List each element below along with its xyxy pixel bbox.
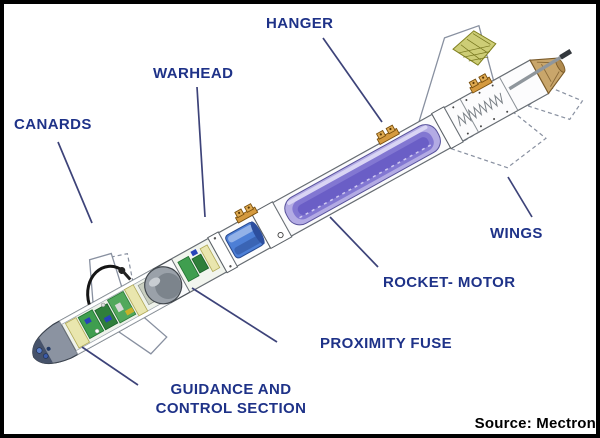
wings-leader-line xyxy=(507,176,533,218)
hanger-leader-line xyxy=(322,37,383,123)
guidance-leader-line xyxy=(81,346,139,386)
rocket-motor-label: ROCKET- MOTOR xyxy=(383,274,516,291)
hanger-lug-mid xyxy=(375,124,400,146)
guidance-control-label: GUIDANCE AND CONTROL SECTION xyxy=(129,380,333,418)
port-detail xyxy=(277,232,284,239)
source-credit: Source: Mectron xyxy=(474,415,596,432)
equipment-sphere xyxy=(144,266,183,305)
guidance-control-label-line2: CONTROL SECTION xyxy=(155,400,307,417)
hanger-lug-rear xyxy=(468,73,493,94)
wing-lower xyxy=(449,111,547,169)
hanger-label: HANGER xyxy=(266,15,334,32)
wings-label: WINGS xyxy=(490,225,543,242)
proximity-fuse-label: PROXIMITY FUSE xyxy=(320,335,453,352)
warhead-label: WARHEAD xyxy=(153,65,234,82)
canards-label: CANARDS xyxy=(14,116,92,133)
guidance-electronics xyxy=(58,268,172,355)
spring-coil xyxy=(457,92,504,127)
tail-probe xyxy=(508,48,573,91)
missile-body xyxy=(32,24,584,364)
guidance-control-label-line1: GUIDANCE AND xyxy=(170,381,292,398)
hanger-lug-front xyxy=(234,203,259,224)
umbilical-cable xyxy=(86,264,132,305)
proximity-fuse-section xyxy=(170,237,228,293)
warhead-leader-line xyxy=(196,86,206,218)
rocket-motor-leader-line xyxy=(329,216,379,268)
rivet xyxy=(213,237,217,240)
leader-lines xyxy=(57,37,533,386)
wing-mesh-panel xyxy=(452,30,497,66)
proximity-fuse-leader-line xyxy=(191,287,278,343)
rivet xyxy=(229,265,232,268)
rocket-motor-section xyxy=(272,113,452,237)
canards-leader-line xyxy=(57,141,93,224)
warhead-section xyxy=(218,213,272,267)
